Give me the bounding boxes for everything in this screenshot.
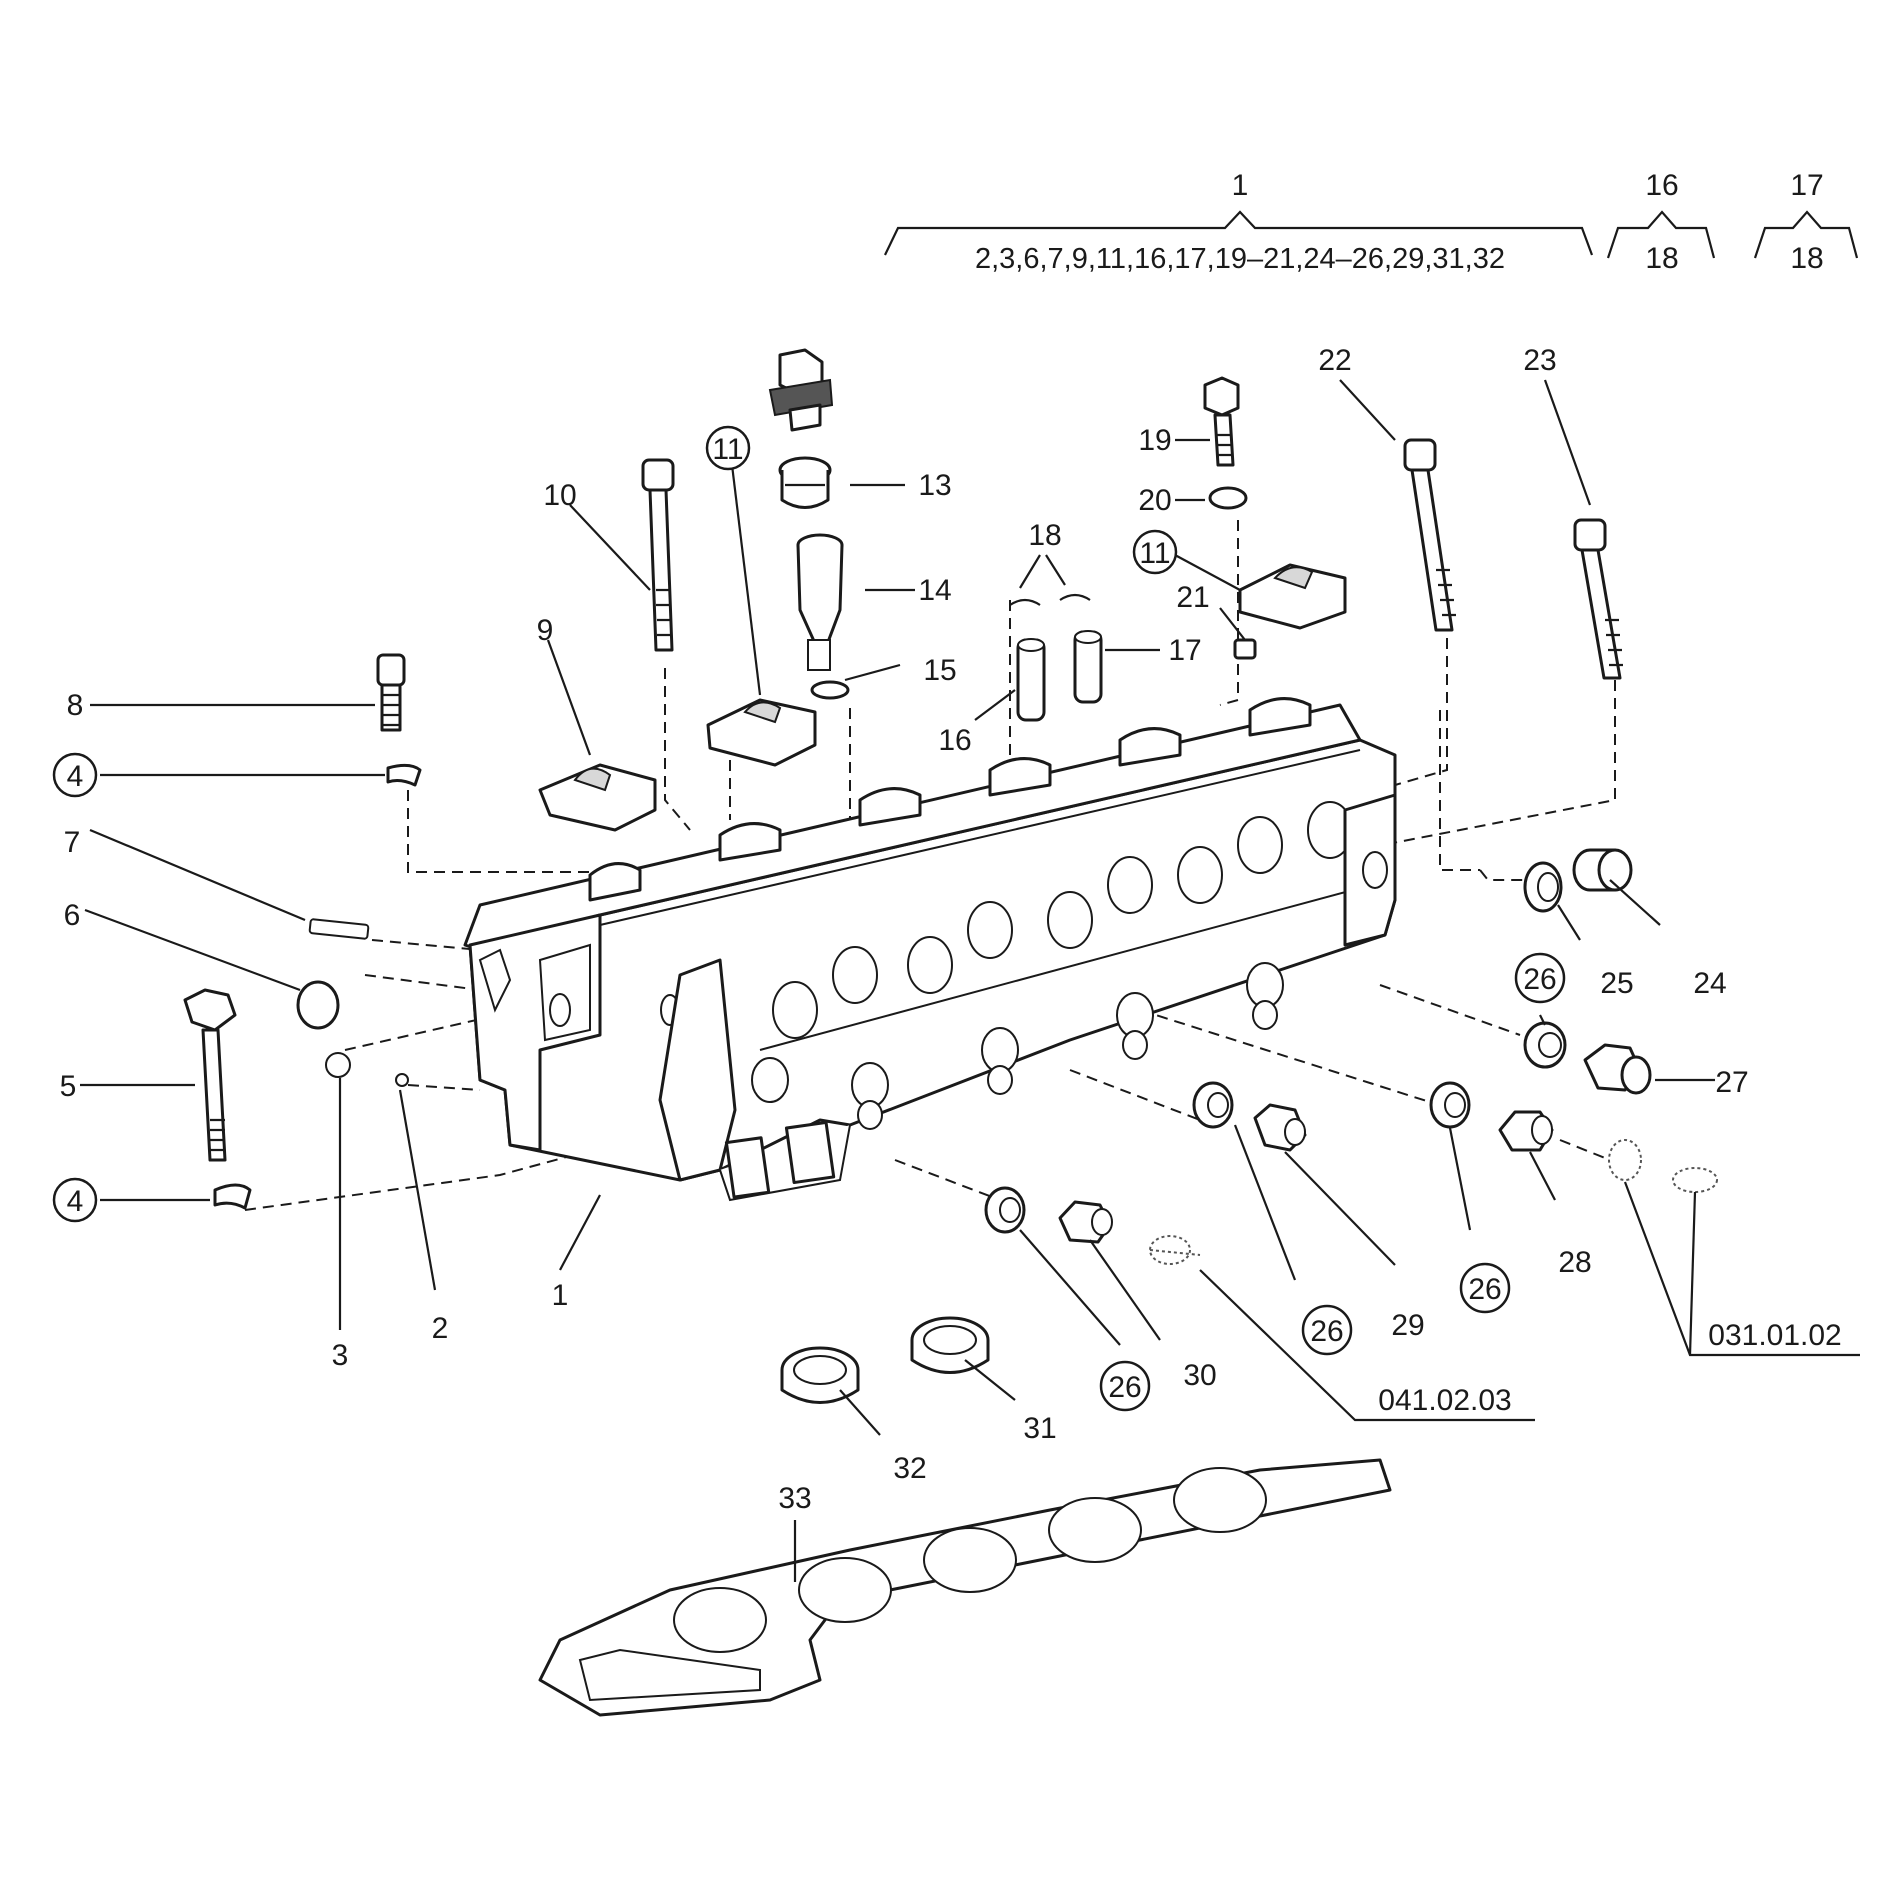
part-7-stud <box>308 918 370 940</box>
part-13-fitting <box>778 456 832 509</box>
callout-26-bottom: 26 <box>1108 1371 1141 1404</box>
part-8-bolt <box>376 653 406 732</box>
part-3-ball <box>325 1052 351 1078</box>
callout-11-left: 11 <box>712 433 743 466</box>
callout-18: 18 <box>1028 519 1061 552</box>
callout-5: 5 <box>60 1070 77 1103</box>
part-11-bearing-cap-left <box>706 698 817 767</box>
reference-031-01-02: 031.01.02 <box>1708 1319 1841 1352</box>
callout-17: 17 <box>1168 634 1201 667</box>
part-28-plug <box>1498 1110 1554 1152</box>
callout-22: 22 <box>1318 344 1351 377</box>
reference-041-02-03: 041.02.03 <box>1378 1384 1511 1417</box>
part-12-fitting <box>768 348 834 432</box>
part-4-washer-upper <box>386 763 422 787</box>
part-19-bolt <box>1203 376 1240 467</box>
part-26-seal-right <box>1523 1021 1567 1069</box>
callout-9: 9 <box>537 614 554 647</box>
callout-19: 19 <box>1138 424 1171 457</box>
part-18-clip-left <box>1009 598 1041 606</box>
callout-7: 7 <box>64 826 81 859</box>
callout-27: 27 <box>1715 1066 1748 1099</box>
callout-26-left: 26 <box>1310 1315 1343 1348</box>
part-16-tappet <box>1016 638 1046 722</box>
group-16-members: 18 <box>1645 242 1678 275</box>
group-bracket-17: 17 18 <box>1753 169 1859 275</box>
part-sensor-ghost-2 <box>1608 1139 1718 1193</box>
callout-1: 1 <box>552 1279 569 1312</box>
callout-21: 21 <box>1176 581 1209 614</box>
part-32-ring <box>780 1346 860 1404</box>
group-17-label: 17 <box>1790 169 1823 202</box>
callout-23: 23 <box>1523 344 1556 377</box>
part-21-sleeve <box>1233 638 1257 660</box>
callout-8: 8 <box>67 689 84 722</box>
part-22-bolt <box>1403 438 1456 632</box>
part-4-washer-lower <box>213 1183 252 1210</box>
callout-26-mid: 26 <box>1468 1273 1501 1306</box>
part-14-sleeve <box>796 533 844 671</box>
part-17-tappet <box>1073 630 1103 704</box>
part-10-bolt <box>641 458 675 652</box>
callout-4-upper: 4 <box>67 760 84 793</box>
part-25-seal <box>1523 861 1563 913</box>
part-31-ring <box>910 1316 990 1374</box>
callout-28: 28 <box>1558 1246 1591 1279</box>
callout-3: 3 <box>332 1339 349 1372</box>
callout-4-lower: 4 <box>67 1185 84 1218</box>
callout-13: 13 <box>918 469 951 502</box>
group-bracket-1: 1 2,3,6,7,9,11,16,17,19–21,24–26,29,31,3… <box>884 169 1594 275</box>
group-bracket-16: 16 18 <box>1606 169 1716 275</box>
callout-32: 32 <box>893 1452 926 1485</box>
callout-15: 15 <box>923 654 956 687</box>
callout-10: 10 <box>543 479 576 512</box>
part-sensor-ghost-1 <box>1149 1235 1201 1265</box>
callout-24: 24 <box>1693 967 1726 1000</box>
group-1-label: 1 <box>1232 169 1249 202</box>
callout-33: 33 <box>778 1482 811 1515</box>
callout-16: 16 <box>938 724 971 757</box>
part-27-plug <box>1583 1043 1652 1095</box>
part-33-head-gasket <box>538 1458 1392 1717</box>
group-17-members: 18 <box>1790 242 1823 275</box>
callout-6: 6 <box>64 899 81 932</box>
callout-labels: 8 4 7 6 5 4 3 2 1 9 10 11 13 14 15 16 17… <box>52 344 1842 1515</box>
callout-30: 30 <box>1183 1359 1216 1392</box>
cylinder-head-body <box>463 697 1397 1202</box>
cam-saddles <box>588 697 1312 902</box>
part-23-bolt <box>1573 518 1623 680</box>
part-6-plug <box>296 980 340 1030</box>
ports-lower <box>751 962 1284 1130</box>
part-26-seal-mid <box>1192 1081 1234 1129</box>
callout-31: 31 <box>1023 1412 1056 1445</box>
callout-26-right: 26 <box>1523 963 1556 996</box>
callout-14: 14 <box>918 574 951 607</box>
ports-upper <box>772 801 1353 1039</box>
part-26-seal-right2 <box>1429 1081 1471 1129</box>
part-29-plug <box>1253 1103 1307 1152</box>
part-24-plug <box>1572 848 1633 892</box>
part-30-plug <box>1058 1200 1113 1244</box>
callout-2: 2 <box>432 1312 449 1345</box>
callout-11-right: 11 <box>1139 537 1170 570</box>
part-2-ball <box>395 1073 409 1087</box>
callout-25: 25 <box>1600 967 1633 1000</box>
group-16-label: 16 <box>1645 169 1678 202</box>
part-18-clip-right <box>1059 593 1091 601</box>
part-11-bearing-cap-right <box>1238 563 1347 630</box>
part-20-washer <box>1208 486 1248 510</box>
callout-29: 29 <box>1391 1309 1424 1342</box>
part-5-bolt <box>183 988 237 1162</box>
leader-lines <box>80 379 1860 1582</box>
callout-20: 20 <box>1138 484 1171 517</box>
part-26-seal-left <box>984 1186 1026 1234</box>
part-9-bearing-cap <box>538 763 657 832</box>
part-15-ring <box>810 680 850 700</box>
group-1-members: 2,3,6,7,9,11,16,17,19–21,24–26,29,31,32 <box>975 243 1505 275</box>
